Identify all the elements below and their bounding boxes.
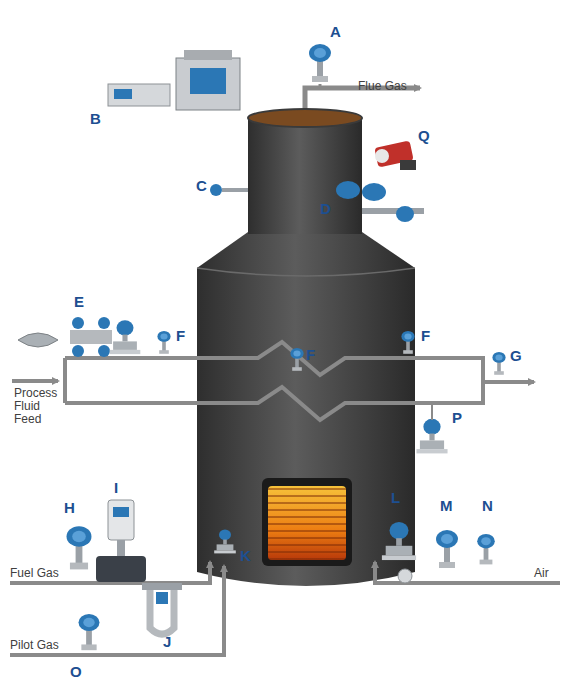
callout-letter: N	[482, 498, 493, 515]
temperature-transmitter	[290, 348, 303, 371]
feed-arrow	[12, 379, 58, 383]
callout-letter: F	[176, 328, 185, 345]
transmitter-e	[110, 320, 141, 354]
oxygen-probe-d	[336, 181, 424, 222]
temperature-transmitter	[401, 331, 414, 354]
callout-letter: I	[114, 480, 118, 497]
callout-letter: B	[90, 111, 101, 128]
callout-letter: K	[240, 548, 251, 565]
pipe-label: Process Fluid Feed	[14, 387, 60, 427]
pressure-transmitter-p	[416, 419, 447, 454]
transmitter-h	[67, 526, 92, 569]
callout-letter: Q	[418, 128, 430, 145]
transmitter-o	[79, 614, 100, 650]
callout-letter: E	[74, 294, 84, 311]
stack-sensor-c	[210, 184, 248, 196]
callout-letter: M	[440, 498, 453, 515]
callout-letter: C	[196, 178, 207, 195]
coriolis-meter-j	[142, 583, 182, 634]
flow-assembly-e	[18, 317, 112, 357]
firebox-window	[262, 478, 352, 566]
temperature-transmitter	[157, 331, 170, 354]
callout-letter: F	[306, 347, 315, 364]
callout-letter: H	[64, 500, 75, 517]
flow-transmitter-l	[382, 522, 416, 560]
gas-analyzer	[108, 50, 240, 110]
outlet-arrow	[483, 380, 534, 384]
air-line	[375, 562, 560, 583]
callout-letter: D	[320, 201, 331, 218]
callout-letter: F	[421, 328, 430, 345]
callout-letter: G	[510, 348, 522, 365]
stack	[248, 118, 362, 234]
pipe-label: Flue Gas	[358, 80, 407, 93]
transmitter-k	[214, 529, 236, 553]
callout-letter: A	[330, 24, 341, 41]
callout-letter: P	[452, 410, 462, 427]
transmitter-n	[477, 534, 495, 564]
pipe-label: Pilot Gas	[10, 639, 59, 652]
flow-meter-i	[96, 500, 146, 582]
pipe-label: Fuel Gas	[10, 567, 59, 580]
process-coil-lower	[65, 382, 483, 420]
pipe-label: Air	[534, 567, 549, 580]
monitoring-device-q	[374, 140, 416, 170]
stack-opening	[248, 109, 362, 127]
transmitter-a	[309, 44, 331, 82]
callout-letter: J	[163, 634, 171, 651]
transmitter-m	[436, 530, 458, 568]
callout-letter: O	[70, 664, 82, 681]
transmitter-g	[492, 352, 505, 375]
callout-letter: L	[391, 490, 400, 507]
